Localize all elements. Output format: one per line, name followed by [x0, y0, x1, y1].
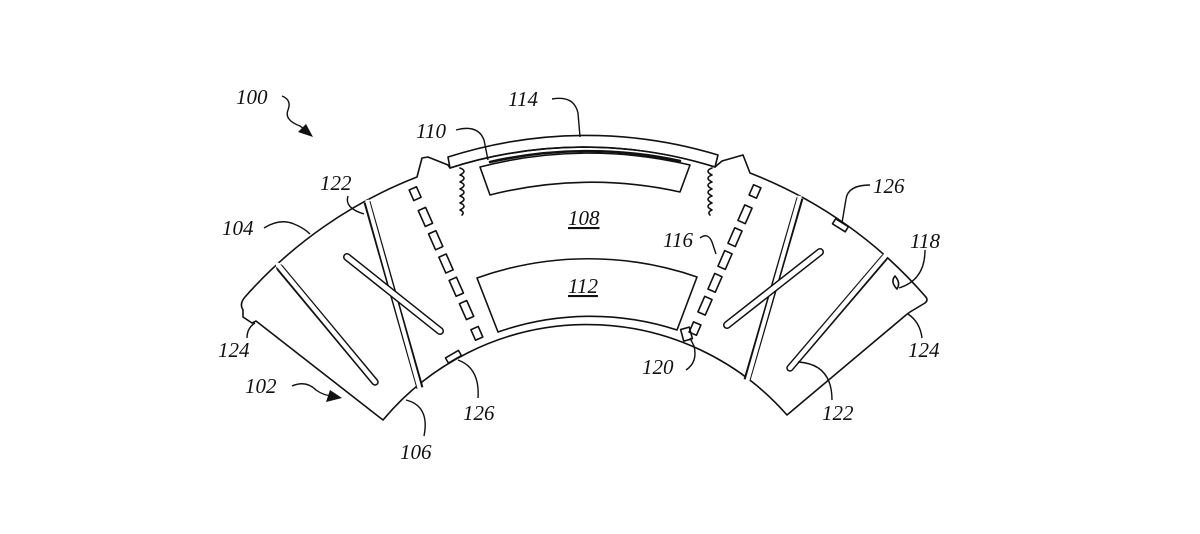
- spring-left: [459, 167, 465, 216]
- leader-124-right: [907, 313, 923, 339]
- inner-notch-120: [679, 326, 694, 342]
- dash-slot: [448, 276, 465, 298]
- leader-102: [291, 383, 335, 397]
- cover-strip: [447, 134, 719, 169]
- dash-slot: [688, 321, 702, 337]
- label-112: 112: [568, 274, 598, 298]
- dash-slot: [737, 204, 753, 225]
- closed-slot-right: [723, 248, 824, 329]
- open-slot-right: [786, 252, 889, 372]
- leader-122-left: [346, 195, 365, 215]
- label-110: 110: [416, 119, 446, 143]
- dash-slot: [438, 253, 454, 274]
- marker-126-bottom: [444, 349, 463, 364]
- top-opening: [479, 152, 691, 196]
- leader-124-left: [246, 322, 256, 339]
- leader-126-bottom: [457, 359, 479, 399]
- spring-right: [707, 167, 713, 216]
- label-126-bottom: 126: [463, 401, 495, 425]
- dashed-slots-right: [688, 183, 762, 337]
- dash-slot: [458, 299, 475, 321]
- label-124-left: 124: [218, 338, 250, 362]
- dash-slot: [748, 183, 762, 199]
- label-108: 108: [568, 206, 600, 230]
- label-100: 100: [236, 85, 268, 109]
- center-opening: [476, 257, 698, 333]
- leader-106: [405, 399, 426, 437]
- dashed-slots-left: [408, 185, 484, 342]
- dash-slot: [697, 295, 713, 316]
- dash-slot: [717, 249, 733, 271]
- dash-slot: [417, 206, 434, 228]
- dash-slot: [470, 325, 484, 342]
- label-116: 116: [663, 228, 693, 252]
- leader-116: [699, 235, 717, 255]
- leader-114: [551, 97, 581, 138]
- dash-slot: [727, 226, 743, 248]
- arrowhead-102-icon: [326, 390, 342, 402]
- housing-top-edge: [488, 149, 682, 164]
- dash-slot: [707, 272, 723, 294]
- closed-slot-left: [343, 253, 444, 335]
- leader-126-right: [841, 184, 871, 224]
- label-118: 118: [910, 229, 940, 253]
- leader-110: [455, 127, 489, 161]
- arrowhead-100-icon: [298, 124, 313, 137]
- label-122-right: 122: [822, 401, 854, 425]
- label-104: 104: [222, 216, 254, 240]
- label-122-left: 122: [320, 171, 352, 195]
- label-124-right: 124: [908, 338, 940, 362]
- label-102: 102: [245, 374, 277, 398]
- edge-recess-118: [892, 275, 900, 290]
- label-114: 114: [508, 87, 538, 111]
- label-120: 120: [642, 355, 674, 379]
- leader-118: [898, 249, 926, 289]
- label-106: 106: [400, 440, 432, 464]
- dash-slot: [427, 229, 444, 251]
- leader-104: [263, 221, 311, 235]
- label-126-right: 126: [873, 174, 905, 198]
- leader-100: [281, 95, 309, 133]
- open-slot-left: [275, 262, 379, 386]
- leader-120: [685, 337, 696, 371]
- leader-122-right: [797, 361, 833, 401]
- dash-slot: [408, 185, 422, 202]
